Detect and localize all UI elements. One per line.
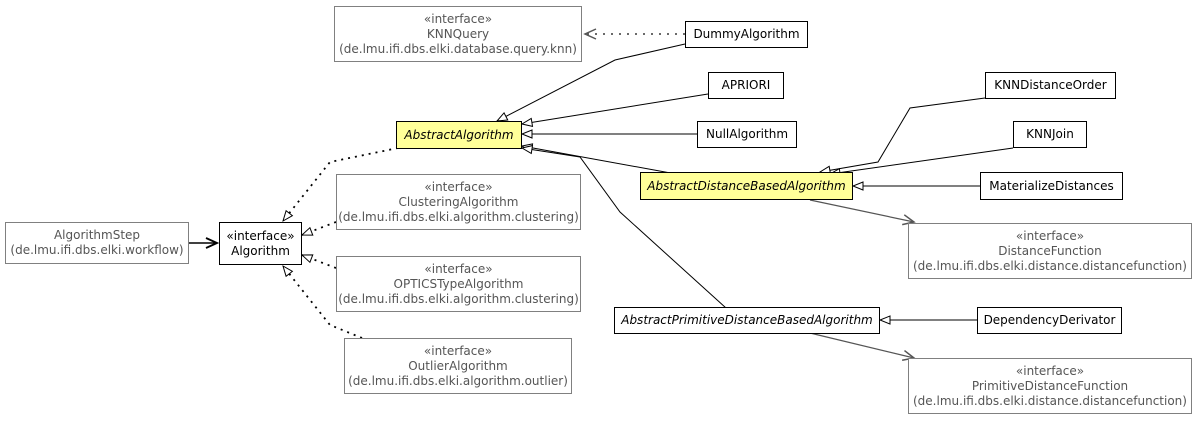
edge-apriori-abstractalgorithm — [522, 93, 709, 124]
distance-function-package: (de.lmu.ifi.dbs.elki.distance.distancefu… — [913, 258, 1187, 273]
abstract-algorithm-name: AbstractAlgorithm — [404, 127, 514, 142]
apriori-name: APRIORI — [721, 78, 771, 92]
optics-type-algorithm-name: OPTICSTypeAlgorithm — [393, 276, 524, 291]
knnquery-name: KNNQuery — [426, 26, 490, 41]
knn-distance-order-name: KNNDistanceOrder — [994, 78, 1107, 92]
outlier-algorithm-node[interactable]: «interface» OutlierAlgorithm (de.lmu.ifi… — [344, 338, 572, 394]
knn-join-node[interactable]: KNNJoin — [1013, 121, 1087, 148]
outlier-algorithm-package: (de.lmu.ifi.dbs.elki.algorithm.outlier) — [348, 373, 568, 388]
algorithm-name: Algorithm — [231, 243, 290, 258]
abstract-distance-based-algorithm-name: AbstractDistanceBasedAlgorithm — [647, 178, 846, 193]
algorithm-step-package: (de.lmu.ifi.dbs.elki.workflow) — [10, 243, 184, 257]
edge-abstractdistance-abstractalgorithm — [522, 146, 677, 175]
null-algorithm-name: NullAlgorithm — [705, 127, 789, 141]
optics-type-algorithm-node[interactable]: «interface» OPTICSTypeAlgorithm (de.lmu.… — [336, 256, 581, 312]
abstract-primitive-distance-based-algorithm-node[interactable]: AbstractPrimitiveDistanceBasedAlgorithm — [614, 307, 880, 334]
primitive-distance-function-name: PrimitiveDistanceFunction — [971, 378, 1129, 393]
edge-abstractprimitive-abstractalgorithm — [522, 148, 727, 309]
materialize-distances-node[interactable]: MaterializeDistances — [980, 172, 1123, 200]
primitive-distance-function-package: (de.lmu.ifi.dbs.elki.distance.distancefu… — [913, 393, 1187, 408]
clustering-algorithm-stereotype: «interface» — [424, 179, 493, 194]
clustering-algorithm-name: ClusteringAlgorithm — [398, 194, 519, 209]
edge-abstractprimitive-primitivedistancefunction — [809, 332, 916, 362]
clustering-algorithm-package: (de.lmu.ifi.dbs.elki.algorithm.clusterin… — [338, 209, 579, 224]
edge-optics-algorithm — [302, 254, 337, 269]
apriori-node[interactable]: APRIORI — [708, 72, 784, 99]
distance-function-node[interactable]: «interface» DistanceFunction (de.lmu.ifi… — [908, 223, 1192, 279]
dependency-derivator-node[interactable]: DependencyDerivator — [977, 307, 1122, 334]
knn-join-name: KNNJoin — [1026, 127, 1074, 141]
knnquery-stereotype: «interface» — [423, 11, 493, 26]
edge-clustering-algorithm — [302, 221, 337, 236]
algorithm-interface-node[interactable]: «interface» Algorithm — [219, 222, 302, 265]
primitive-distance-function-node[interactable]: «interface» PrimitiveDistanceFunction (d… — [908, 358, 1192, 414]
optics-type-algorithm-package: (de.lmu.ifi.dbs.elki.algorithm.clusterin… — [338, 291, 579, 306]
outlier-algorithm-stereotype: «interface» — [423, 343, 493, 358]
dummy-algorithm-node[interactable]: DummyAlgorithm — [685, 21, 808, 48]
edge-abstractdistance-distancefunction — [809, 199, 916, 226]
edge-dummy-abstractalgorithm — [497, 43, 686, 121]
edge-knndistanceorder-abstractdistance — [820, 97, 986, 172]
outlier-algorithm-name: OutlierAlgorithm — [408, 358, 508, 373]
dummy-algorithm-name: DummyAlgorithm — [693, 27, 800, 41]
edge-outlier-algorithm — [283, 266, 363, 339]
distance-function-stereotype: «interface» — [1015, 228, 1085, 243]
materialize-distances-name: MaterializeDistances — [989, 178, 1114, 193]
algorithm-step-node[interactable]: AlgorithmStep (de.lmu.ifi.dbs.elki.workf… — [5, 222, 189, 264]
abstract-algorithm-node[interactable]: AbstractAlgorithm — [396, 121, 522, 149]
knn-distance-order-node[interactable]: KNNDistanceOrder — [985, 72, 1116, 99]
clustering-algorithm-node[interactable]: «interface» ClusteringAlgorithm (de.lmu.… — [336, 174, 581, 230]
algorithm-step-name: AlgorithmStep — [53, 228, 141, 242]
abstract-primitive-distance-based-algorithm-name: AbstractPrimitiveDistanceBasedAlgorithm — [621, 313, 873, 327]
null-algorithm-node[interactable]: NullAlgorithm — [697, 121, 797, 148]
edge-abstractalgorithm-algorithm — [283, 147, 399, 221]
dependency-derivator-name: DependencyDerivator — [983, 313, 1116, 327]
distance-function-name: DistanceFunction — [998, 243, 1102, 258]
algorithm-stereotype: «interface» — [226, 228, 295, 243]
abstract-distance-based-algorithm-node[interactable]: AbstractDistanceBasedAlgorithm — [640, 172, 853, 200]
edge-knnjoin-abstractdistance — [830, 147, 1014, 174]
knnquery-node[interactable]: «interface» KNNQuery (de.lmu.ifi.dbs.elk… — [334, 6, 582, 62]
primitive-distance-function-stereotype: «interface» — [1015, 363, 1085, 378]
knnquery-package: (de.lmu.ifi.dbs.elki.database.query.knn) — [339, 41, 577, 56]
optics-type-algorithm-stereotype: «interface» — [424, 261, 493, 276]
